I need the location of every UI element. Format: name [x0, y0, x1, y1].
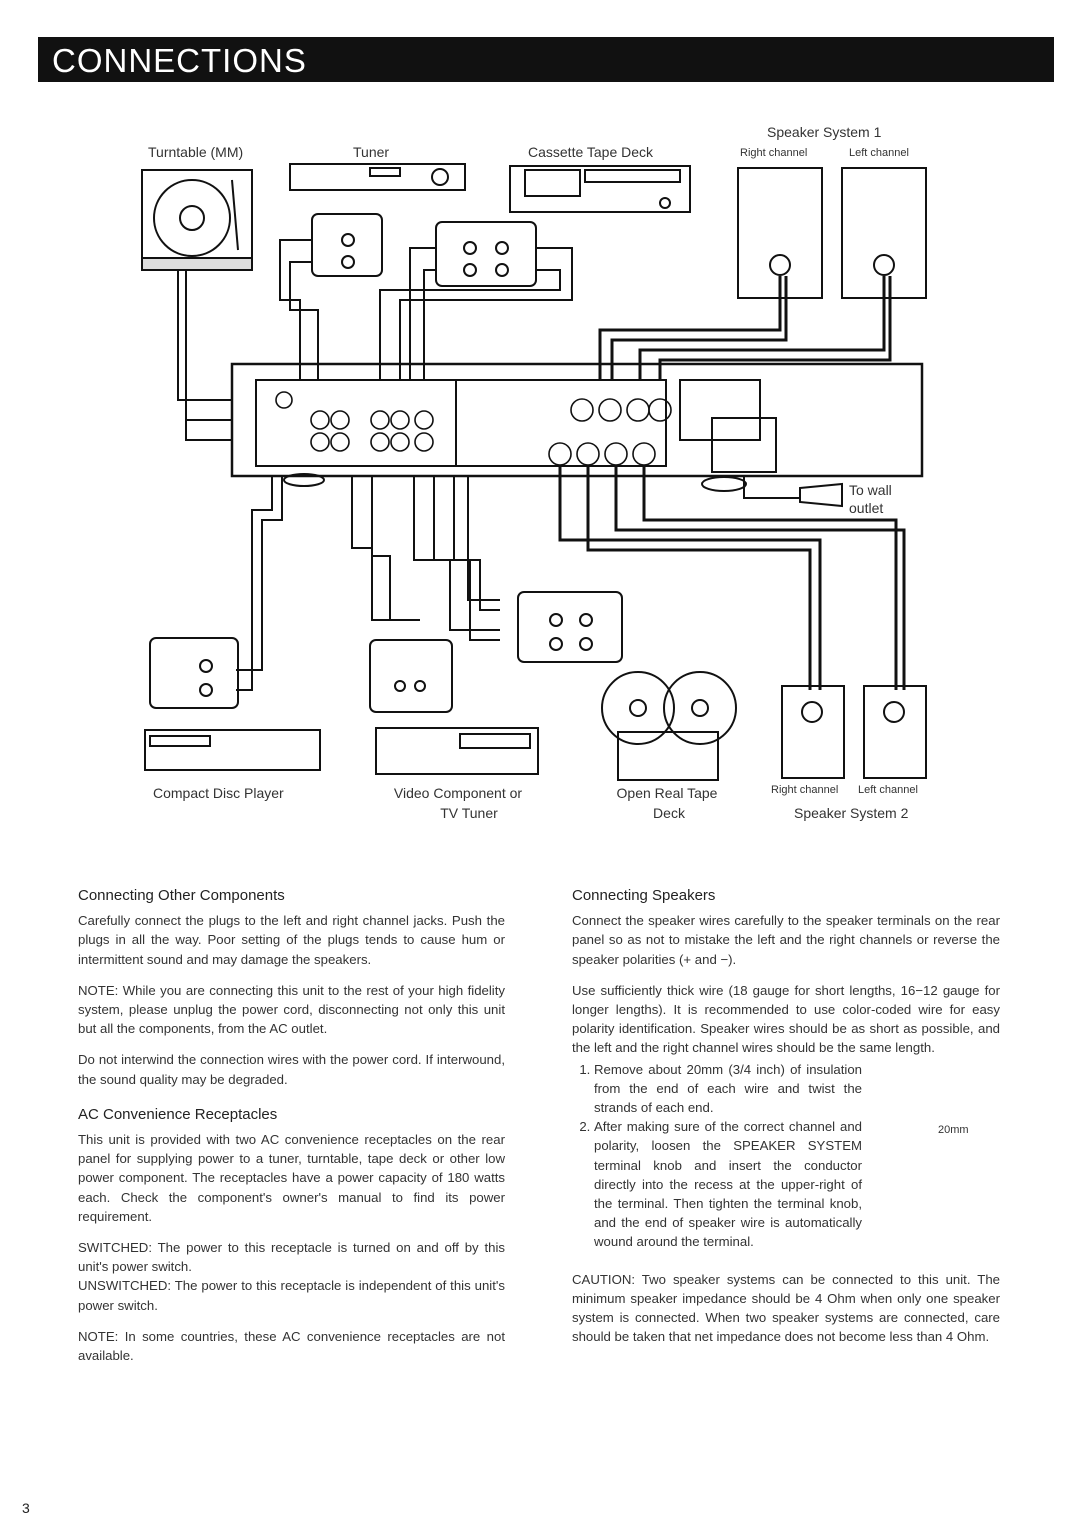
para-switched: SWITCHED: The power to this receptacle i…: [78, 1240, 505, 1275]
speaker-system-2-label: Speaker System 2: [794, 805, 909, 821]
title-banner: CONNECTIONS: [38, 37, 1054, 82]
left-column: Connecting Other Components Carefully co…: [78, 886, 505, 1377]
page-number: 3: [22, 1500, 30, 1516]
open-reel-deck-icon: [601, 671, 737, 781]
heading-other-components: Connecting Other Components: [78, 887, 285, 904]
wall-outlet-label-1: To wall: [849, 482, 892, 498]
tuner-output-panel: [311, 213, 383, 277]
right-column: Connecting Speakers Connect the speaker …: [572, 886, 1000, 1358]
video-label-1: Video Component or: [393, 785, 523, 801]
speaker-system-2-icon: [781, 685, 927, 779]
tuner-label: Tuner: [353, 144, 390, 160]
tuner-icon: [289, 163, 466, 191]
cd-player-label: Compact Disc Player: [153, 785, 284, 801]
turntable-label: Turntable (MM): [148, 144, 244, 160]
video-output-panel: [369, 639, 453, 713]
para-wire: Use sufficiently thick wire (18 gauge fo…: [572, 982, 1000, 1056]
heading-speakers: Connecting Speakers: [572, 887, 716, 904]
cassette-label: Cassette Tape Deck: [528, 144, 654, 160]
steps-list: Remove about 20mm (3/4 inch) of insulati…: [572, 1060, 862, 1252]
step-2: After making sure of the correct channel…: [594, 1117, 862, 1251]
connection-diagram: [141, 163, 927, 781]
speaker-system-1-icon: [737, 167, 927, 299]
cassette-io-panel: [435, 221, 537, 287]
heading-ac-receptacles: AC Convenience Receptacles: [78, 1105, 278, 1123]
para-unswitched: UNSWITCHED: The power to this receptacle…: [78, 1278, 505, 1313]
para-ac: This unit is provided with two AC conven…: [78, 1132, 505, 1224]
video-label-2: TV Tuner: [440, 805, 498, 821]
para-note-2: NOTE: In some countries, these AC conven…: [78, 1328, 505, 1364]
para-other-components: Carefully connect the plugs to the left …: [78, 913, 505, 967]
speaker1-left-label: Left channel: [849, 147, 909, 159]
cd-player-icon: [144, 729, 321, 771]
para-interwind: Do not interwind the connection wires wi…: [78, 1052, 505, 1087]
reel-io-panel: [517, 591, 623, 663]
wire-width-label: 20mm: [938, 1124, 969, 1136]
para-note-1: NOTE: While you are connecting this unit…: [78, 982, 505, 1037]
amplifier-rear-panel: [230, 362, 924, 492]
speaker2-left-label: Left channel: [858, 784, 918, 796]
reel-label-1: Open Real Tape: [616, 785, 718, 801]
speaker2-right-label: Right channel: [771, 784, 839, 796]
step-1: Remove about 20mm (3/4 inch) of insulati…: [594, 1060, 862, 1118]
speaker1-right-label: Right channel: [740, 147, 808, 159]
para-speakers: Connect the speaker wires carefully to t…: [572, 913, 1000, 967]
para-caution: CAUTION: Two speaker systems can be conn…: [572, 1271, 1000, 1345]
reel-label-2: Deck: [653, 805, 685, 821]
video-component-icon: [375, 727, 539, 775]
page-title: CONNECTIONS: [52, 42, 307, 79]
speaker-system-1-label: Speaker System 1: [767, 124, 882, 140]
wall-outlet-label-2: outlet: [849, 500, 884, 516]
turntable-icon: [141, 169, 253, 271]
cd-output-panel: [149, 637, 239, 709]
cassette-deck-icon: [509, 165, 691, 213]
